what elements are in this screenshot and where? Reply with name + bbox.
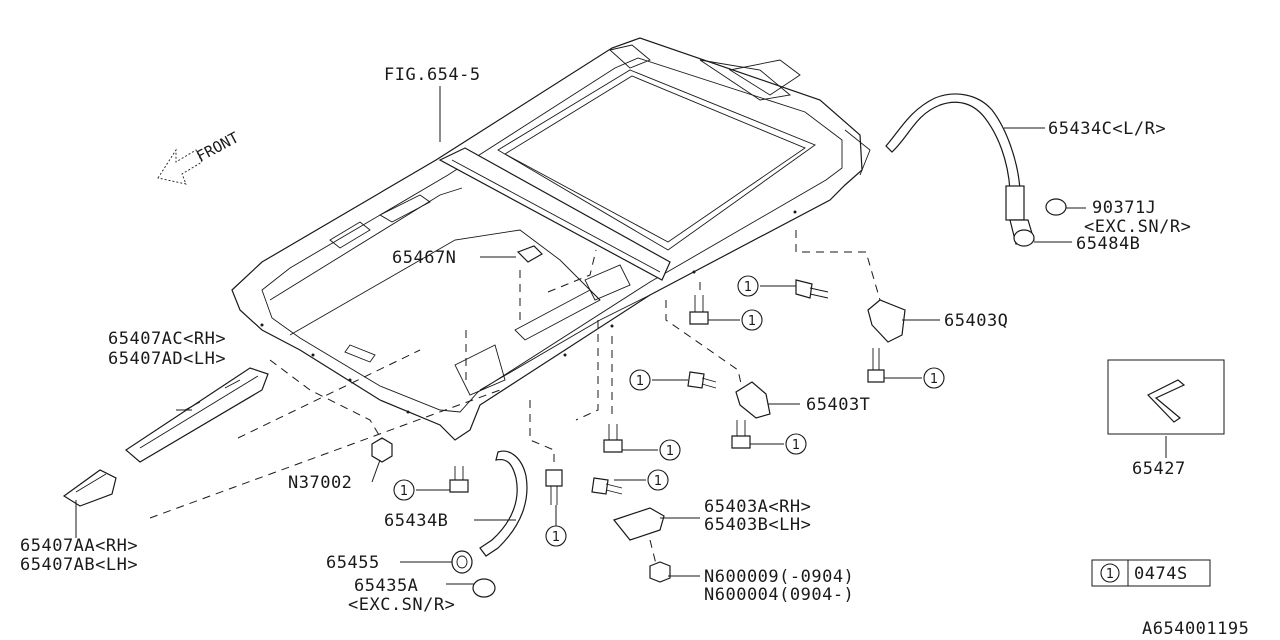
front-label: FRONT	[193, 128, 241, 165]
callout-1-c: 1	[923, 367, 945, 389]
label-n37002: N37002	[288, 473, 352, 493]
bolt-65403a[interactable]	[591, 477, 623, 495]
bolt-mid-lower[interactable]	[545, 469, 563, 505]
legend-number: 1	[1106, 567, 1114, 582]
label-65403t: 65403T	[806, 395, 870, 415]
sunroof-frame[interactable]	[231, 37, 871, 441]
bracket-65403t[interactable]	[735, 381, 771, 419]
fig-reference-label: FIG.654-5	[384, 65, 481, 85]
label-65407ad: 65407AD<LH>	[108, 349, 226, 369]
label-n600009: N600009(-0904)	[704, 567, 854, 587]
bracket-65407aa[interactable]	[62, 469, 117, 507]
label-65407aa: 65407AA<RH>	[20, 536, 138, 556]
callout-1-f: 1	[659, 439, 681, 461]
bolt-lower-left[interactable]	[449, 466, 469, 493]
svg-text:1: 1	[744, 280, 752, 295]
svg-text:1: 1	[400, 484, 408, 499]
legend-box: 1 0474S	[1091, 559, 1211, 587]
bolt-65403t-side[interactable]	[687, 371, 717, 389]
label-65435a-note: <EXC.SN/R>	[348, 595, 455, 615]
bolt-lower-65403q[interactable]	[867, 348, 885, 383]
label-65434c: 65434C<L/R>	[1048, 119, 1166, 139]
label-65455: 65455	[326, 553, 380, 573]
callout-1-i: 1	[545, 525, 567, 547]
svg-text:1: 1	[636, 374, 644, 389]
legend-code: 0474S	[1134, 564, 1188, 584]
nut-n600009[interactable]	[649, 561, 671, 583]
label-65403b: 65403B<LH>	[704, 515, 811, 535]
label-65403q: 65403Q	[944, 311, 1008, 331]
svg-text:1: 1	[552, 530, 560, 545]
callout-circles: 1 1 1 1 1 1 1 1 1	[393, 275, 945, 547]
svg-text:1: 1	[654, 474, 662, 489]
callout-1-d: 1	[629, 369, 651, 391]
rail-cover-65407ac[interactable]	[125, 367, 269, 463]
label-65434b: 65434B	[384, 511, 448, 531]
label-65484b: 65484B	[1076, 234, 1140, 254]
bolt-upper-65403q[interactable]	[795, 279, 829, 299]
label-65407ab: 65407AB<LH>	[20, 555, 138, 575]
label-90371j: 90371J	[1092, 198, 1156, 218]
bolt-65403t-lower[interactable]	[731, 420, 751, 449]
label-65427: 65427	[1132, 459, 1186, 479]
callout-1-g: 1	[647, 469, 669, 491]
clip-65467n[interactable]	[516, 245, 543, 263]
part-labels: FIG.654-5 65434C<L/R> 90371J <EXC.SN/R> …	[20, 65, 1191, 615]
drain-hose-65434b[interactable]	[479, 450, 528, 557]
footer-diagram-code: A654001195	[1142, 619, 1249, 639]
callout-1-h: 1	[393, 479, 415, 501]
svg-text:1: 1	[792, 438, 800, 453]
drain-hose-65434c[interactable]	[885, 93, 1035, 247]
svg-text:1: 1	[748, 314, 756, 329]
grommet-65455[interactable]	[451, 550, 473, 574]
leader-lines	[75, 86, 1167, 585]
svg-text:1: 1	[666, 444, 674, 459]
svg-text:1: 1	[930, 372, 938, 387]
grommet-90371j[interactable]	[1045, 198, 1067, 216]
bolt-frame-right[interactable]	[689, 295, 709, 325]
front-direction-arrow: FRONT	[157, 128, 242, 185]
label-65435a: 65435A	[354, 576, 418, 596]
callout-1-e: 1	[785, 433, 807, 455]
label-n600004: N600004(0904-)	[704, 585, 854, 605]
label-65407ac: 65407AC<RH>	[108, 329, 226, 349]
label-65467n: 65467N	[392, 248, 456, 268]
bracket-65403q[interactable]	[867, 299, 906, 343]
label-65403a: 65403A<RH>	[704, 497, 811, 517]
bracket-65403a[interactable]	[612, 507, 665, 541]
dashed-guide-lines	[149, 230, 881, 565]
bolt-center-lower[interactable]	[603, 424, 623, 453]
callout-1-b: 1	[741, 309, 763, 331]
nut-n37002[interactable]	[371, 437, 393, 463]
tool-box-65427[interactable]	[1107, 359, 1225, 435]
callout-1-a: 1	[737, 275, 759, 297]
grommet-65435a[interactable]	[472, 578, 496, 598]
label-90371j-note: <EXC.SN/R>	[1084, 217, 1191, 237]
